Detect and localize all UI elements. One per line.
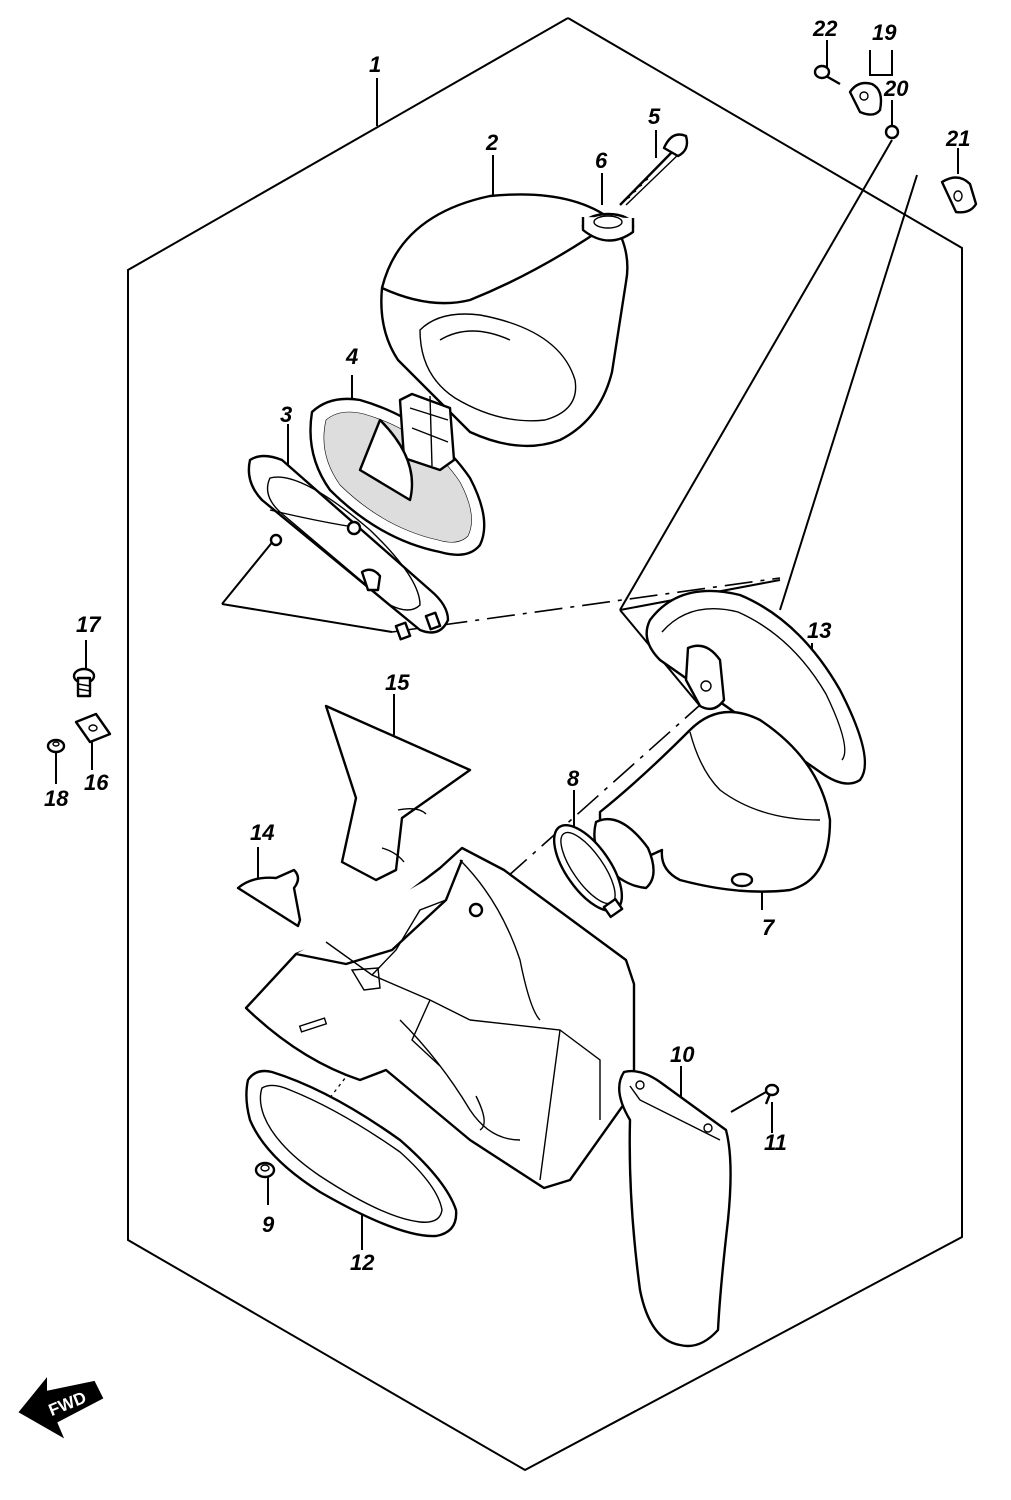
grommet	[581, 212, 635, 242]
clip-nut	[74, 712, 112, 744]
part-number-labels: 1 2 3 4 5 6 7 8 9 10 11 12 13 14 15 16 1…	[44, 16, 970, 1275]
nut-small	[46, 738, 66, 754]
screw	[764, 1083, 780, 1105]
assembly-outline	[127, 17, 963, 1472]
label-11: 11	[764, 1130, 787, 1155]
inlet-cover	[618, 1069, 732, 1348]
o-ring	[884, 124, 900, 140]
label-7: 7	[762, 915, 776, 940]
label-18: 18	[44, 786, 69, 811]
label-20: 20	[883, 76, 909, 101]
label-19: 19	[872, 20, 897, 45]
label-17: 17	[76, 612, 102, 637]
label-13: 13	[807, 618, 831, 643]
plate	[940, 176, 978, 214]
gasket	[245, 1069, 458, 1238]
bolt-top	[813, 64, 841, 86]
air-cleaner-case	[244, 846, 636, 1190]
label-1: 1	[369, 52, 381, 77]
housing-cover	[645, 589, 867, 785]
filter-element	[380, 193, 629, 448]
label-6: 6	[595, 148, 608, 173]
label-15: 15	[385, 670, 410, 695]
fwd-arrow: FWD	[18, 1377, 104, 1439]
label-22: 22	[812, 16, 838, 41]
label-5: 5	[648, 104, 661, 129]
label-2: 2	[485, 130, 499, 155]
breather-fitting	[848, 81, 883, 116]
bolt	[72, 667, 96, 698]
label-16: 16	[84, 770, 109, 795]
element-frame	[309, 392, 486, 556]
label-8: 8	[567, 766, 580, 791]
nut	[254, 1161, 276, 1179]
label-21: 21	[945, 126, 970, 151]
wing-bolt	[619, 133, 689, 206]
label-10: 10	[670, 1042, 695, 1067]
clamp-band	[552, 823, 624, 919]
bracket	[236, 868, 302, 928]
label-4: 4	[345, 344, 358, 369]
label-14: 14	[250, 820, 274, 845]
label-12: 12	[350, 1250, 375, 1275]
label-3: 3	[280, 402, 292, 427]
label-9: 9	[262, 1212, 275, 1237]
baffle-plate	[324, 704, 472, 882]
element-holder	[247, 454, 450, 641]
